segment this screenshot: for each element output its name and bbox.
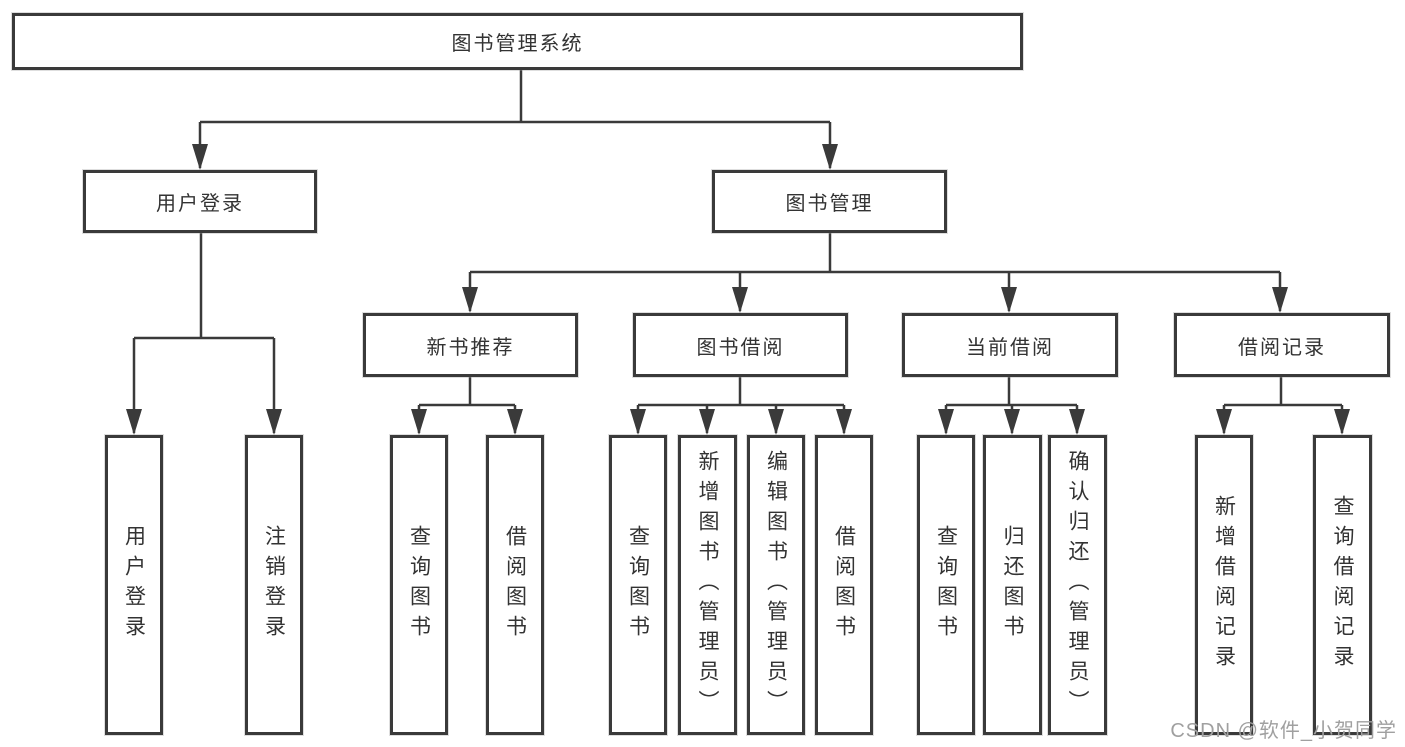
node-label: 编辑图书（管理员） <box>764 450 788 720</box>
node-borrowing-records: 借阅记录 <box>1174 313 1390 377</box>
leaf-query-books-recommend: 查询图书 <box>390 435 448 735</box>
node-book-borrowing: 图书借阅 <box>633 313 848 377</box>
node-label: 借阅图书 <box>503 525 527 645</box>
node-label: 查询图书 <box>626 525 650 645</box>
node-user-login: 用户登录 <box>83 170 317 233</box>
leaf-user-login: 用户登录 <box>105 435 163 735</box>
node-label: 确认归还（管理员） <box>1066 450 1089 720</box>
leaf-borrow-books-recommend: 借阅图书 <box>486 435 544 735</box>
leaf-return-books: 归还图书 <box>983 435 1042 735</box>
node-label: 新增借阅记录 <box>1212 495 1236 675</box>
leaf-query-books-current: 查询图书 <box>917 435 975 735</box>
node-label: 查询图书 <box>934 525 958 645</box>
node-label: 图书管理系统 <box>451 33 584 55</box>
leaf-edit-books-admin: 编辑图书（管理员） <box>747 435 805 735</box>
arrowhead-icons <box>126 144 1350 435</box>
leaf-add-books-admin: 新增图书（管理员） <box>678 435 737 735</box>
node-label: 用户登录 <box>156 193 244 215</box>
node-label: 新书推荐 <box>426 336 515 359</box>
node-label: 借阅图书 <box>832 525 856 645</box>
leaf-borrow-books: 借阅图书 <box>815 435 873 735</box>
node-label: 注销登录 <box>262 525 286 645</box>
node-label: 新增图书（管理员） <box>696 450 719 720</box>
node-label: 归还图书 <box>1001 525 1024 645</box>
node-label: 图书管理 <box>785 193 874 215</box>
leaf-query-books-borrow: 查询图书 <box>609 435 667 735</box>
node-new-book-recommendation: 新书推荐 <box>363 313 578 377</box>
node-label: 用户登录 <box>122 525 146 645</box>
node-label: 查询借阅记录 <box>1331 495 1354 675</box>
node-label: 借阅记录 <box>1238 336 1326 359</box>
node-library-management-system: 图书管理系统 <box>12 13 1023 70</box>
node-current-borrowing: 当前借阅 <box>902 313 1118 377</box>
leaf-logout: 注销登录 <box>245 435 303 735</box>
csdn-watermark: CSDN @软件_小贺同学 <box>1170 720 1397 742</box>
node-label: 查询图书 <box>407 525 431 645</box>
leaf-add-borrow-record: 新增借阅记录 <box>1195 435 1253 735</box>
node-book-management: 图书管理 <box>712 170 947 233</box>
leaf-confirm-return-admin: 确认归还（管理员） <box>1048 435 1107 735</box>
leaf-query-borrow-record: 查询借阅记录 <box>1313 435 1372 735</box>
node-label: 当前借阅 <box>966 336 1054 359</box>
node-label: 图书借阅 <box>696 336 785 359</box>
